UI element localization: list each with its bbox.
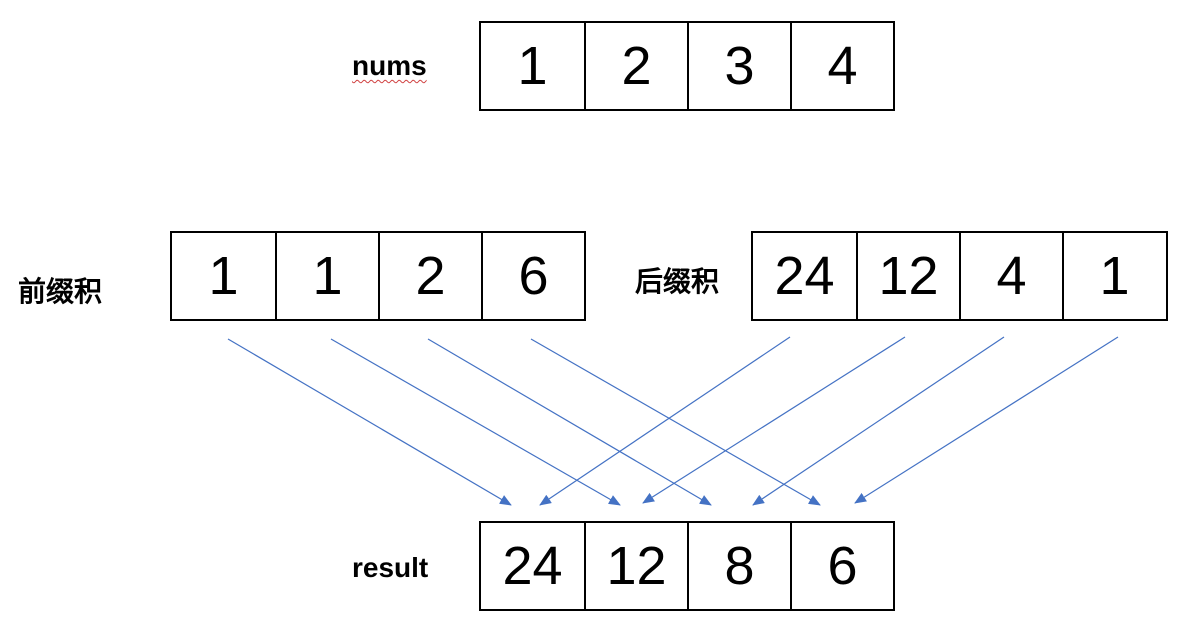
suffix-arrow bbox=[539, 336, 791, 506]
suffix-cell: 24 bbox=[774, 246, 835, 306]
result-cell: 24 bbox=[502, 536, 563, 596]
nums-cell: 2 bbox=[584, 23, 687, 109]
prefix-cell: 6 bbox=[481, 233, 584, 319]
result-cell: 6 bbox=[790, 523, 893, 609]
suffix-cell: 12 bbox=[856, 233, 959, 319]
prefix-arrow bbox=[427, 338, 712, 506]
prefix-cell: 1 bbox=[275, 233, 378, 319]
prefix-arrow bbox=[227, 338, 512, 506]
result-label: result bbox=[352, 552, 429, 583]
result-cell: 8 bbox=[687, 523, 790, 609]
nums-array: 1 2 3 4 bbox=[479, 21, 895, 111]
suffix-array: 24 12 4 1 bbox=[751, 231, 1168, 321]
suffix-arrow bbox=[642, 336, 906, 504]
prefix-arrow bbox=[330, 338, 621, 506]
nums-label: nums bbox=[352, 50, 427, 81]
suffix-cell: 4 bbox=[959, 233, 1062, 319]
suffix-arrow bbox=[752, 336, 1005, 506]
prefix-array: 1 1 2 6 bbox=[170, 231, 586, 321]
prefix-cell: 2 bbox=[378, 233, 481, 319]
result-cell: 12 bbox=[584, 523, 687, 609]
prefix-cell: 1 bbox=[208, 246, 239, 306]
nums-cell: 1 bbox=[517, 36, 548, 96]
prefix-arrow bbox=[530, 338, 821, 506]
suffix-cell: 1 bbox=[1062, 233, 1165, 319]
nums-cell: 3 bbox=[687, 23, 790, 109]
prefix-label: 前缀积 bbox=[18, 275, 103, 308]
nums-cell: 4 bbox=[790, 23, 893, 109]
result-array: 24 12 8 6 bbox=[479, 521, 895, 611]
suffix-label: 后缀积 bbox=[635, 265, 720, 298]
suffix-arrow bbox=[854, 336, 1119, 504]
